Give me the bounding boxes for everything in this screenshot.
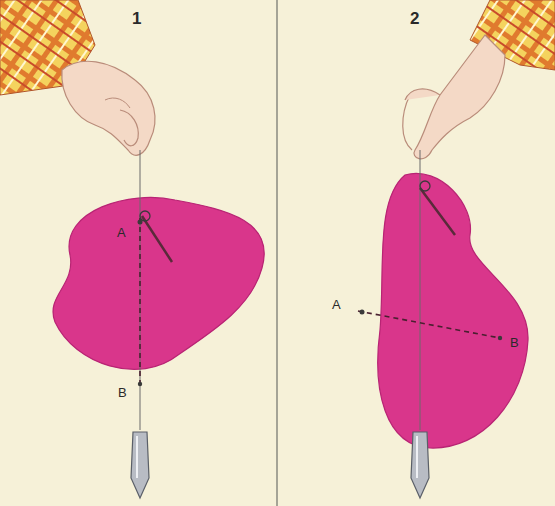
panel-number: 2 bbox=[410, 10, 419, 27]
point-label: B bbox=[510, 336, 519, 349]
point-label: A bbox=[332, 298, 341, 311]
panel-number: 1 bbox=[132, 10, 141, 27]
point-label: A bbox=[117, 226, 126, 239]
point-label: B bbox=[118, 386, 127, 399]
